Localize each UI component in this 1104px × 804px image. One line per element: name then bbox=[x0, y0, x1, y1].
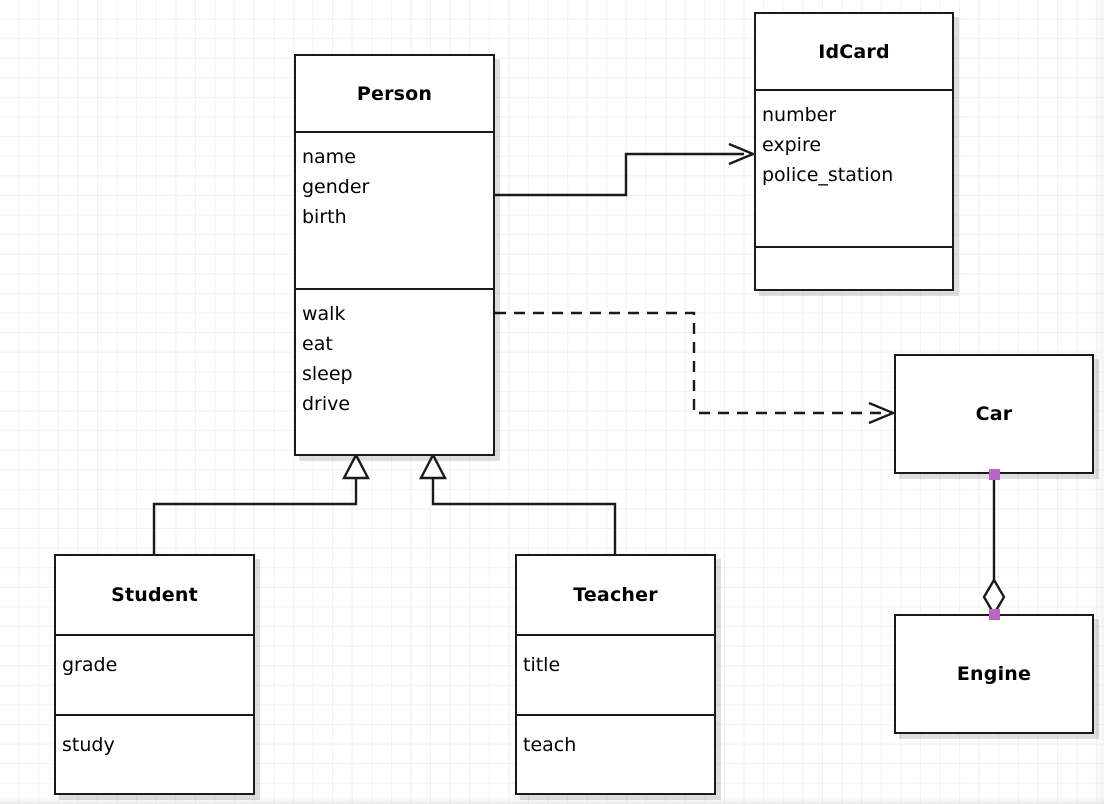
methods-person: walk eat sleep drive bbox=[296, 288, 493, 454]
relationship-person-car[interactable] bbox=[495, 311, 897, 425]
class-box-engine[interactable]: Engine bbox=[894, 614, 1094, 734]
attributes-teacher: title bbox=[517, 634, 714, 714]
attribute-idcard-1: expire bbox=[762, 134, 822, 156]
class-box-person[interactable]: Person name gender birth walk eat sleep … bbox=[294, 54, 495, 456]
attributes-person: name gender birth bbox=[296, 131, 493, 288]
open-arrow-head-car bbox=[868, 401, 897, 425]
relationship-person-idcard[interactable] bbox=[495, 142, 757, 197]
attribute-person-1: gender bbox=[302, 176, 370, 198]
method-student-0: study bbox=[62, 734, 115, 756]
attribute-teacher-0: title bbox=[523, 654, 561, 676]
attributes-idcard: number expire police_station bbox=[756, 89, 952, 246]
class-name-engine: Engine bbox=[956, 663, 1032, 685]
generalization-line-student bbox=[152, 477, 358, 554]
relationship-teacher-person[interactable] bbox=[419, 452, 617, 554]
class-box-car[interactable]: Car bbox=[894, 354, 1094, 474]
attribute-idcard-0: number bbox=[762, 104, 837, 126]
connector-handle-car-end[interactable] bbox=[989, 469, 1000, 480]
relationship-student-person[interactable] bbox=[152, 452, 370, 554]
connector-handle-engine-end[interactable] bbox=[989, 609, 1000, 620]
class-name-student: Student bbox=[111, 584, 198, 606]
method-person-1: eat bbox=[302, 333, 333, 355]
relationship-car-engine[interactable] bbox=[982, 474, 1006, 617]
method-person-3: drive bbox=[302, 393, 351, 415]
method-teacher-0: teach bbox=[523, 734, 577, 756]
class-box-idcard[interactable]: IdCard number expire police_station bbox=[754, 12, 954, 291]
attribute-person-2: birth bbox=[302, 206, 347, 228]
class-box-teacher[interactable]: Teacher title teach bbox=[515, 554, 716, 795]
attributes-student: grade bbox=[56, 634, 253, 714]
attribute-idcard-2: police_station bbox=[762, 164, 894, 186]
class-name-car: Car bbox=[975, 403, 1013, 425]
dependency-line-person-car bbox=[495, 311, 884, 415]
open-arrow-head-idcard bbox=[728, 142, 757, 166]
attribute-student-0: grade bbox=[62, 654, 118, 676]
class-name-teacher: Teacher bbox=[573, 584, 658, 606]
association-line-person-idcard bbox=[495, 152, 744, 197]
hollow-triangle-student bbox=[342, 452, 370, 480]
generalization-line-teacher bbox=[431, 477, 617, 554]
method-person-0: walk bbox=[302, 303, 346, 325]
methods-teacher: teach bbox=[517, 714, 714, 793]
method-person-2: sleep bbox=[302, 363, 353, 385]
class-box-student[interactable]: Student grade study bbox=[54, 554, 255, 795]
attribute-person-0: name bbox=[302, 146, 356, 168]
methods-idcard bbox=[756, 246, 952, 289]
class-name-idcard: IdCard bbox=[818, 40, 890, 63]
methods-student: study bbox=[56, 714, 253, 793]
class-name-person: Person bbox=[356, 82, 433, 105]
hollow-triangle-teacher bbox=[419, 452, 447, 480]
